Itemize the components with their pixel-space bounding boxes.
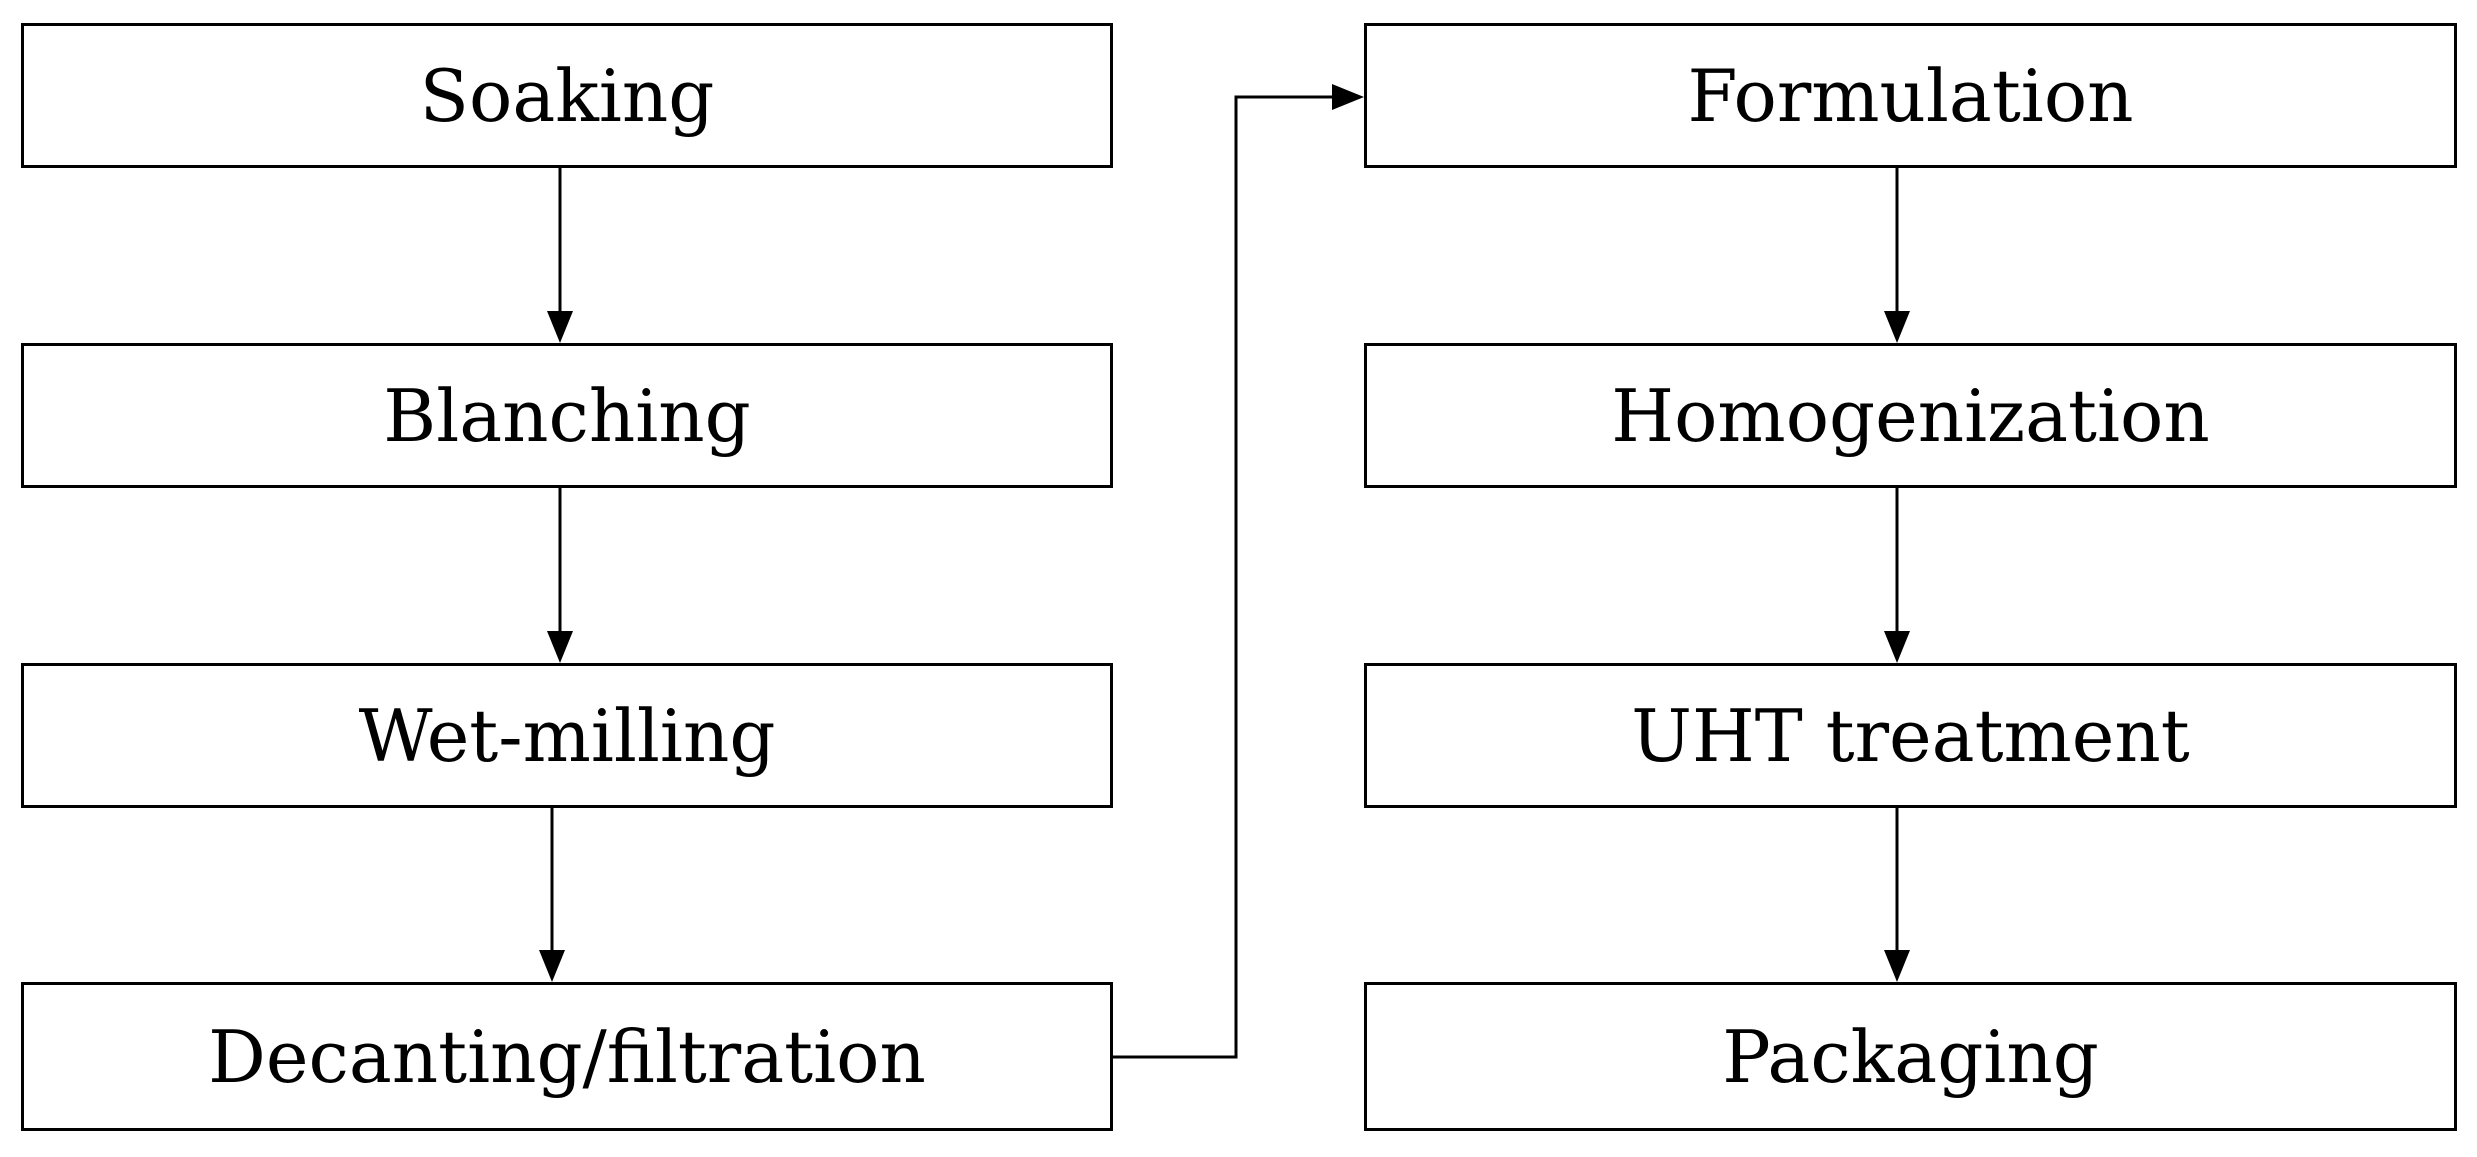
step-blanching: Blanching: [21, 343, 1113, 488]
arrow-formulation-to-homogenization: [1884, 168, 1910, 343]
step-packaging: Packaging: [1364, 982, 2457, 1131]
step-decanting-filtration: Decanting/filtration: [21, 982, 1113, 1131]
step-homogenization: Homogenization: [1364, 343, 2457, 488]
arrow-blanching-to-wet-milling: [547, 488, 573, 663]
arrow-decanting-to-formulation: [1113, 84, 1364, 1059]
step-label: Packaging: [1722, 1014, 2099, 1099]
step-label: UHT treatment: [1631, 693, 2190, 778]
step-soaking: Soaking: [21, 23, 1113, 168]
step-label: Blanching: [383, 373, 751, 458]
step-label: Wet-milling: [358, 693, 776, 778]
step-uht-treatment: UHT treatment: [1364, 663, 2457, 808]
step-label: Soaking: [419, 53, 715, 138]
step-formulation: Formulation: [1364, 23, 2457, 168]
arrow-wet-milling-to-decanting: [539, 808, 565, 982]
arrow-soaking-to-blanching: [547, 168, 573, 343]
arrow-uht-to-packaging: [1884, 808, 1910, 982]
step-wet-milling: Wet-milling: [21, 663, 1113, 808]
step-label: Homogenization: [1611, 373, 2210, 458]
step-label: Decanting/filtration: [208, 1014, 926, 1099]
arrow-homogenization-to-uht: [1884, 488, 1910, 663]
step-label: Formulation: [1687, 53, 2134, 138]
